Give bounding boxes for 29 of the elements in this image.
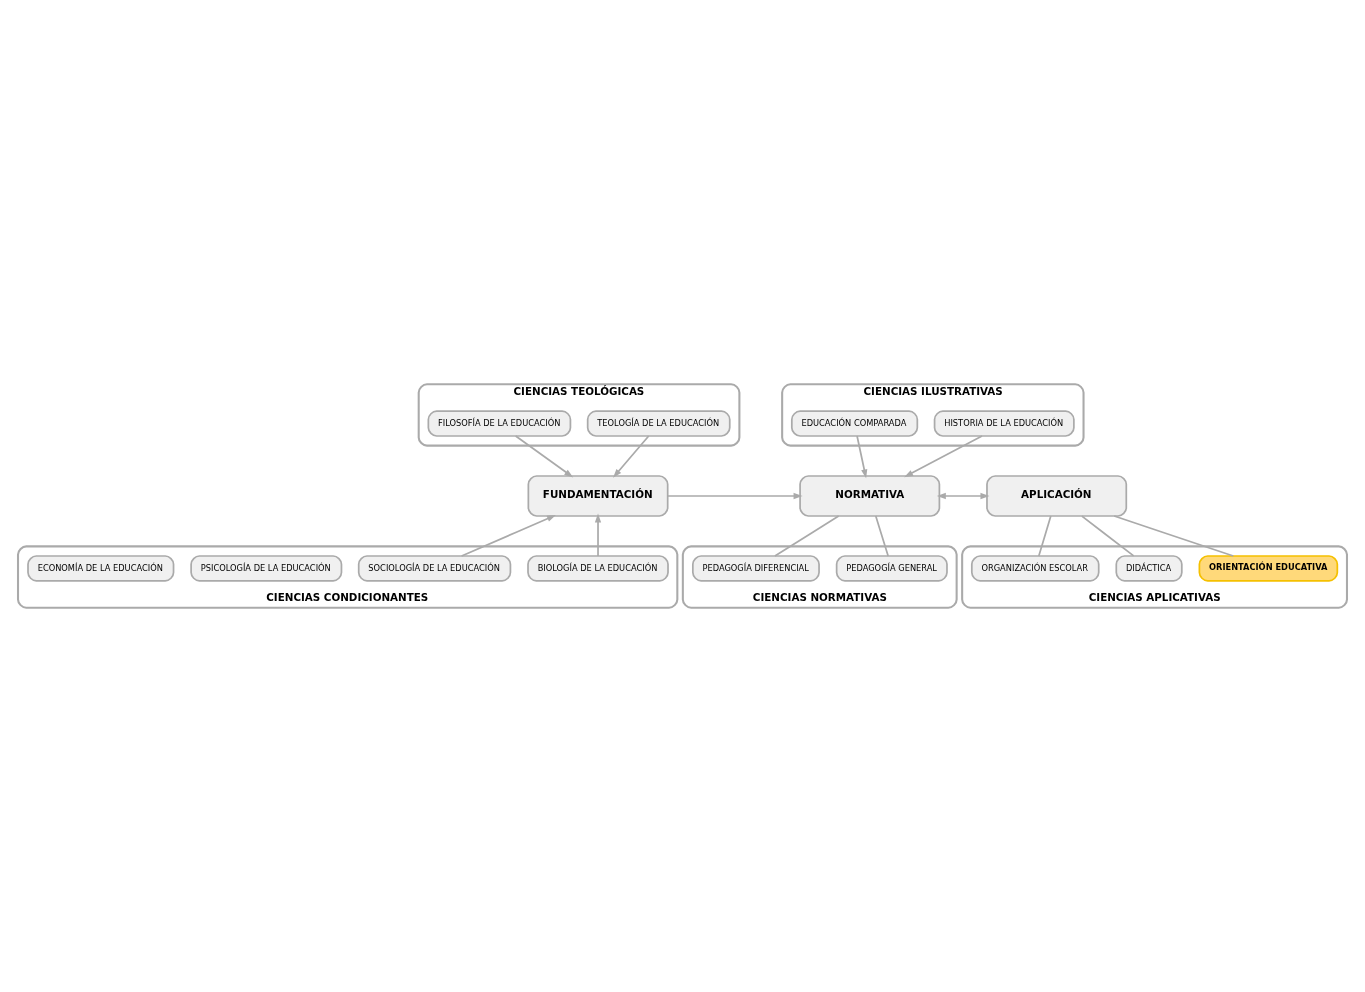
arrow xyxy=(594,513,602,557)
node-box: TEOLOGÍA DE LA EDUCACIÓN xyxy=(586,410,731,437)
node-box: BIOLOGÍA DE LA EDUCACIÓN xyxy=(527,555,669,582)
node-box: EDUCACIÓN COMPARADA xyxy=(790,410,919,437)
arrow xyxy=(666,492,803,500)
node-box: APLICACIÓN xyxy=(986,475,1128,517)
node-box: NORMATIVA xyxy=(799,475,941,517)
connector xyxy=(774,515,840,557)
node-box: FUNDAMENTACIÓN xyxy=(527,475,669,517)
arrow xyxy=(904,435,983,478)
node-box: ECONOMÍA DE LA EDUCACIÓN xyxy=(27,555,175,582)
node-box: DIDÁCTICA xyxy=(1115,555,1183,582)
node-box: PSICOLOGÍA DE LA EDUCACIÓN xyxy=(190,555,343,582)
node-box: ORIENTACIÓN EDUCATIVA xyxy=(1198,555,1339,582)
node-box: PEDAGOGÍA GENERAL xyxy=(835,555,948,582)
connector xyxy=(874,515,889,557)
connector xyxy=(1037,515,1052,557)
node-box: SOCIOLOGÍA DE LA EDUCACIÓN xyxy=(357,555,512,582)
node-box: HISTORIA DE LA EDUCACIÓN xyxy=(933,410,1075,437)
node-box: FILOSOFÍA DE LA EDUCACIÓN xyxy=(427,410,572,437)
arrow xyxy=(936,492,990,500)
node-box: PEDAGOGÍA DIFERENCIAL xyxy=(692,555,820,582)
connector xyxy=(1113,515,1235,557)
arrow xyxy=(514,435,574,478)
node-box: ORGANIZACIÓN ESCOLAR xyxy=(970,555,1100,582)
arrow xyxy=(460,514,556,557)
arrow xyxy=(613,435,650,478)
arrow xyxy=(856,435,868,479)
connector xyxy=(1081,515,1135,557)
